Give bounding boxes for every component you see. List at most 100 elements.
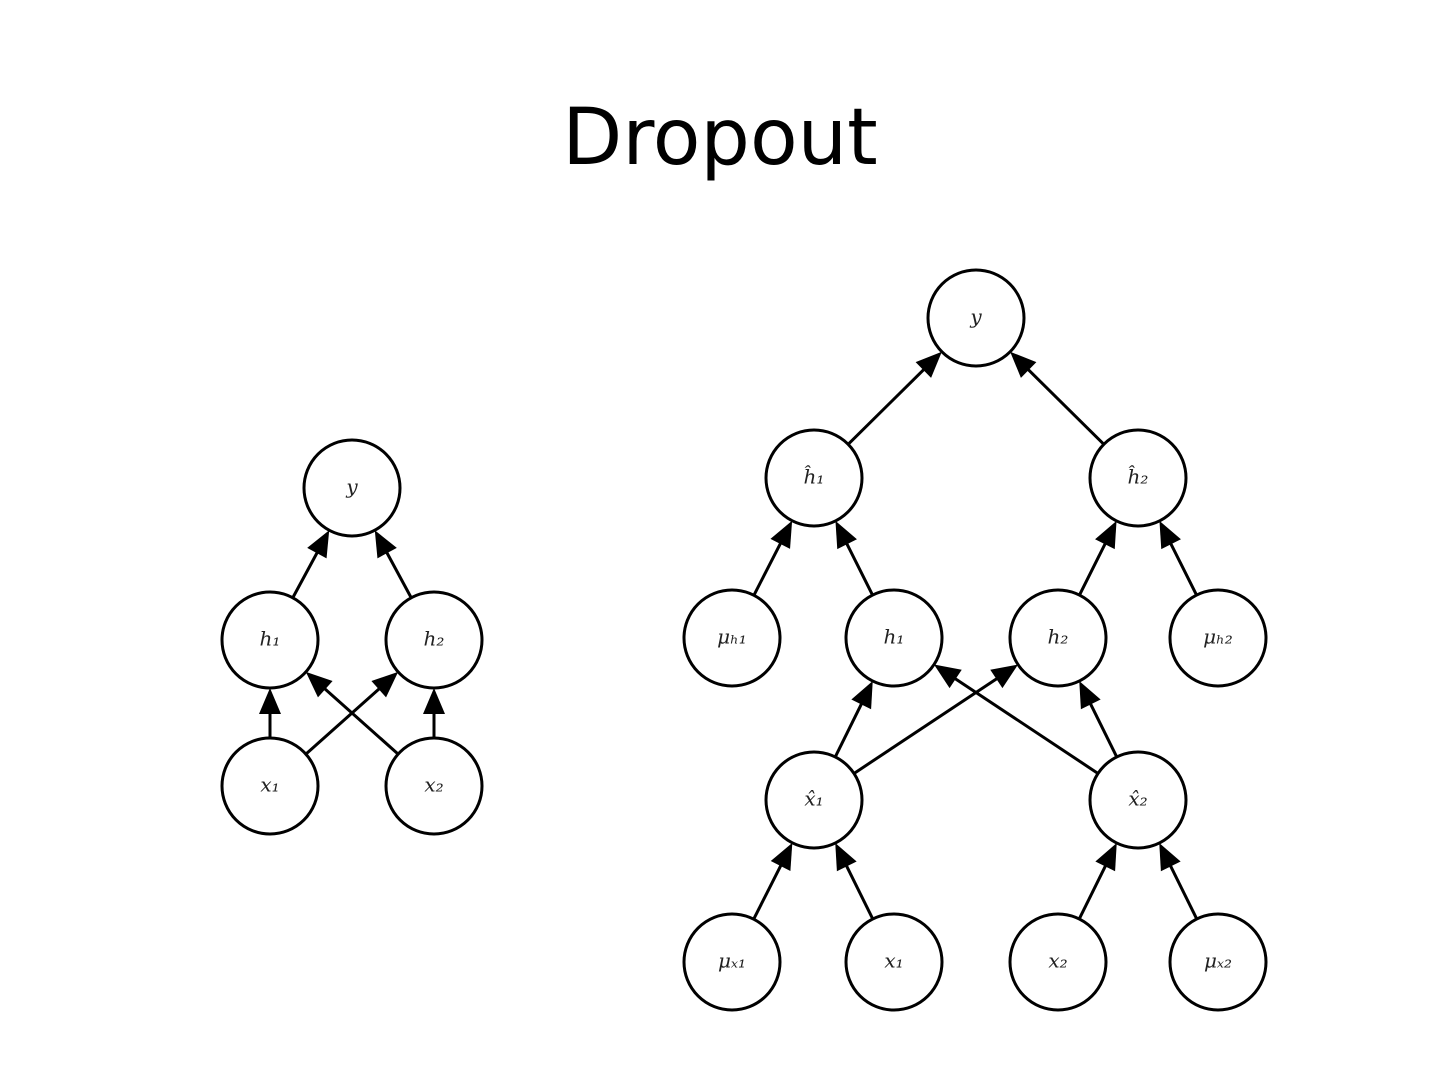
edge-R_h1-to-R_hh1 <box>835 520 874 596</box>
node-label: x₂ <box>1048 949 1067 973</box>
edge-R_x2-to-R_xh2 <box>1077 843 1117 920</box>
arrowhead-icon <box>307 530 330 559</box>
arrowhead-icon <box>851 681 873 710</box>
node-r_x1: x₁ <box>844 912 944 1012</box>
node-r_muh2: μₕ₂ <box>1168 588 1268 688</box>
arrowhead-icon <box>835 520 857 550</box>
edge-L_x2-to-L_h2 <box>423 688 445 738</box>
node-circle <box>926 268 1026 368</box>
edge-line <box>752 863 783 920</box>
edge-line <box>1168 863 1199 920</box>
edge-L_x1-to-L_h2 <box>304 671 399 756</box>
node-circle <box>1088 750 1188 850</box>
node-l_h1: h₁ <box>220 590 320 690</box>
edge-R_hh1-to-R_y <box>847 351 942 446</box>
node-label: ĥ₁ <box>804 465 825 489</box>
arrowhead-icon <box>990 664 1019 689</box>
edge-R_x1-to-R_xh1 <box>835 843 875 920</box>
edge-line <box>291 550 320 599</box>
arrowhead-icon <box>1095 843 1117 872</box>
arrowhead-icon <box>770 842 793 871</box>
node-l_y: y <box>302 438 402 538</box>
node-circle <box>682 588 782 688</box>
node-label: h₁ <box>260 627 281 651</box>
edge-line <box>853 676 999 775</box>
node-r_y: y <box>926 268 1026 368</box>
node-label: y <box>969 305 982 329</box>
node-r_muh1: μₕ₁ <box>682 588 782 688</box>
arrowhead-icon <box>1095 520 1117 550</box>
edge-R_xh2-to-R_h1 <box>933 664 1099 775</box>
edge-line <box>833 701 864 758</box>
arrowhead-icon <box>259 688 281 714</box>
edge-line <box>844 863 875 920</box>
node-r_h1: h₁ <box>844 588 944 688</box>
edge-L_x1-to-L_h1 <box>259 688 281 738</box>
edge-L_h2-to-L_y <box>374 530 413 599</box>
node-r_x2: x₂ <box>1008 912 1108 1012</box>
arrowhead-icon <box>835 843 857 872</box>
page-title: Dropout <box>562 93 878 183</box>
edge-line <box>1026 367 1105 446</box>
node-label: h₂ <box>424 627 445 651</box>
node-circle <box>220 736 320 836</box>
arrowhead-icon <box>1079 681 1101 710</box>
edge-R_hh2-to-R_y <box>1010 351 1105 446</box>
node-circle <box>682 912 782 1012</box>
edge-line <box>1078 541 1108 596</box>
arrowhead-icon <box>371 671 399 698</box>
node-label: ĥ₂ <box>1128 465 1149 489</box>
edge-R_mux2-to-R_xh2 <box>1159 843 1199 920</box>
node-label: μₓ₁ <box>718 949 746 973</box>
node-circle <box>1088 428 1188 528</box>
node-label: h₂ <box>1048 625 1069 649</box>
node-r_mux1: μₓ₁ <box>682 912 782 1012</box>
node-circle <box>764 428 864 528</box>
edge-line <box>1088 701 1119 758</box>
edge-line <box>752 541 783 596</box>
arrowhead-icon <box>770 520 793 549</box>
node-r_hh1: ĥ₁ <box>764 428 864 528</box>
edge-line <box>844 541 874 596</box>
nodes-layer: y h₁ h₂ x₁ x₂ y ĥ₁ ĥ₂ μₕ₁ h₁ h₂ μₕ₂ x̂₁ x̂₂ μₓ₁ x₁ x₂ μₓ₂ <box>220 268 1268 1012</box>
edge-R_mux1-to-R_xh1 <box>752 842 793 920</box>
node-l_x1: x₁ <box>220 736 320 836</box>
node-label: μₓ₂ <box>1204 949 1232 973</box>
node-label: y <box>345 475 358 499</box>
node-label: x₂ <box>424 773 443 797</box>
node-label: x̂₁ <box>804 787 823 811</box>
arrowhead-icon <box>933 664 962 689</box>
node-r_xh1: x̂₁ <box>764 750 864 850</box>
edge-line <box>847 367 926 446</box>
edge-R_xh1-to-R_h2 <box>853 664 1019 775</box>
node-circle <box>764 750 864 850</box>
node-label: μₕ₁ <box>717 625 747 649</box>
node-circle <box>220 590 320 690</box>
arrowhead-icon <box>1159 520 1181 550</box>
edge-R_muh1-to-R_hh1 <box>752 520 793 596</box>
edge-line <box>953 676 1099 775</box>
node-circle <box>384 590 484 690</box>
node-r_xh2: x̂₂ <box>1088 750 1188 850</box>
edge-L_x2-to-L_h1 <box>305 671 400 756</box>
edges-layer <box>259 351 1199 920</box>
arrowhead-icon <box>1159 843 1181 872</box>
arrowhead-icon <box>1010 351 1037 378</box>
node-circle <box>844 912 944 1012</box>
node-circle <box>1168 912 1268 1012</box>
edge-line <box>1077 863 1108 920</box>
node-label: μₕ₂ <box>1203 625 1233 649</box>
edge-L_h1-to-L_y <box>291 530 330 599</box>
arrowhead-icon <box>374 530 397 559</box>
arrowhead-icon <box>915 351 942 378</box>
node-r_h2: h₂ <box>1008 588 1108 688</box>
node-circle <box>844 588 944 688</box>
node-l_h2: h₂ <box>384 590 484 690</box>
edge-line <box>304 686 382 756</box>
node-label: x₁ <box>260 773 279 797</box>
edge-line <box>322 686 400 756</box>
edge-line <box>1168 541 1198 596</box>
arrowhead-icon <box>423 688 445 714</box>
node-circle <box>1008 588 1108 688</box>
